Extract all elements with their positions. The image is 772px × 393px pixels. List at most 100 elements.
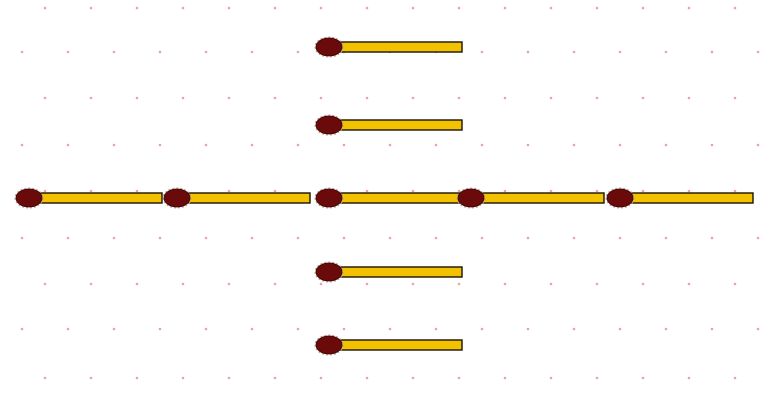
grid-dot bbox=[181, 282, 185, 286]
grid-dot bbox=[89, 376, 93, 380]
grid-dot bbox=[411, 189, 415, 193]
grid-dot bbox=[733, 189, 737, 193]
matchstick-head bbox=[163, 188, 191, 208]
grid-dot bbox=[710, 143, 714, 147]
matchstick-middle-5[interactable] bbox=[605, 187, 754, 209]
grid-dot bbox=[549, 6, 553, 10]
grid-dot bbox=[342, 327, 346, 331]
grid-dot bbox=[66, 236, 70, 240]
grid-dot bbox=[227, 6, 231, 10]
grid-dot bbox=[20, 236, 24, 240]
grid-dot bbox=[503, 6, 507, 10]
grid-dot bbox=[526, 143, 530, 147]
grid-dot bbox=[411, 376, 415, 380]
grid-dot bbox=[687, 6, 691, 10]
matchstick-top-2[interactable] bbox=[314, 114, 463, 136]
grid-dot bbox=[227, 189, 231, 193]
matchstick-head-rim bbox=[162, 187, 192, 209]
grid-dot bbox=[204, 143, 208, 147]
grid-dot bbox=[43, 282, 47, 286]
grid-dot bbox=[135, 189, 139, 193]
grid-dot bbox=[664, 236, 668, 240]
matchstick-head-rim bbox=[314, 187, 344, 209]
grid-dot bbox=[319, 96, 323, 100]
matchstick-body bbox=[335, 266, 463, 278]
grid-dot bbox=[89, 282, 93, 286]
grid-dot bbox=[733, 6, 737, 10]
grid-dot bbox=[756, 143, 760, 147]
grid-dot bbox=[595, 189, 599, 193]
grid-dot bbox=[641, 282, 645, 286]
matchstick-middle-3[interactable] bbox=[314, 187, 463, 209]
grid-dots bbox=[20, 6, 760, 380]
matchstick-head-rim bbox=[605, 187, 635, 209]
grid-dot bbox=[572, 50, 576, 54]
matchstick-head bbox=[315, 37, 343, 57]
grid-dot bbox=[434, 143, 438, 147]
grid-dot bbox=[135, 282, 139, 286]
grid-dot bbox=[66, 143, 70, 147]
grid-dot bbox=[250, 236, 254, 240]
grid-dot bbox=[503, 282, 507, 286]
matchstick-head bbox=[315, 262, 343, 282]
grid-dot bbox=[273, 189, 277, 193]
grid-dot bbox=[756, 236, 760, 240]
grid-dot bbox=[572, 143, 576, 147]
grid-dot bbox=[710, 327, 714, 331]
grid-dot bbox=[618, 327, 622, 331]
grid-dot bbox=[572, 236, 576, 240]
grid-dot bbox=[641, 96, 645, 100]
matchstick-head-rim bbox=[314, 36, 344, 58]
grid-dot bbox=[89, 189, 93, 193]
grid-dot bbox=[342, 236, 346, 240]
grid-dot bbox=[296, 50, 300, 54]
grid-dot bbox=[641, 189, 645, 193]
grid-dot bbox=[365, 376, 369, 380]
matchstick-head bbox=[315, 335, 343, 355]
grid-dot bbox=[135, 376, 139, 380]
grid-dot bbox=[434, 327, 438, 331]
grid-dot bbox=[595, 96, 599, 100]
grid-dot bbox=[480, 143, 484, 147]
grid-dot bbox=[549, 96, 553, 100]
matchstick-head bbox=[15, 188, 43, 208]
grid-dot bbox=[503, 376, 507, 380]
grid-dot bbox=[112, 50, 116, 54]
grid-dot bbox=[595, 6, 599, 10]
matchstick-head bbox=[606, 188, 634, 208]
grid-dot bbox=[480, 327, 484, 331]
matchstick-top-1[interactable] bbox=[314, 36, 463, 58]
grid-dot bbox=[250, 50, 254, 54]
matchstick-head-rim bbox=[314, 114, 344, 136]
grid-dot bbox=[273, 6, 277, 10]
grid-dot bbox=[572, 327, 576, 331]
matchstick-bottom-1[interactable] bbox=[314, 261, 463, 283]
grid-dot bbox=[250, 327, 254, 331]
grid-dot bbox=[664, 50, 668, 54]
grid-dot bbox=[66, 327, 70, 331]
grid-dot bbox=[457, 96, 461, 100]
matchstick-bottom-2[interactable] bbox=[314, 334, 463, 356]
grid-dot bbox=[388, 236, 392, 240]
grid-dot bbox=[89, 96, 93, 100]
grid-dot bbox=[250, 143, 254, 147]
matchstick-body bbox=[626, 192, 754, 204]
matchstick-middle-4[interactable] bbox=[456, 187, 605, 209]
grid-dot bbox=[158, 50, 162, 54]
grid-dot bbox=[204, 236, 208, 240]
grid-dot bbox=[388, 327, 392, 331]
grid-dot bbox=[365, 282, 369, 286]
matchstick-middle-1[interactable] bbox=[14, 187, 163, 209]
matchstick-middle-2[interactable] bbox=[162, 187, 311, 209]
grid-dot bbox=[20, 143, 24, 147]
grid-dot bbox=[411, 6, 415, 10]
grid-dot bbox=[733, 376, 737, 380]
grid-dot bbox=[457, 376, 461, 380]
grid-dot bbox=[618, 236, 622, 240]
grid-dot bbox=[273, 282, 277, 286]
grid-dot bbox=[342, 143, 346, 147]
matchstick-head-rim bbox=[456, 187, 486, 209]
grid-dot bbox=[526, 236, 530, 240]
grid-dot bbox=[43, 189, 47, 193]
grid-dot bbox=[296, 236, 300, 240]
